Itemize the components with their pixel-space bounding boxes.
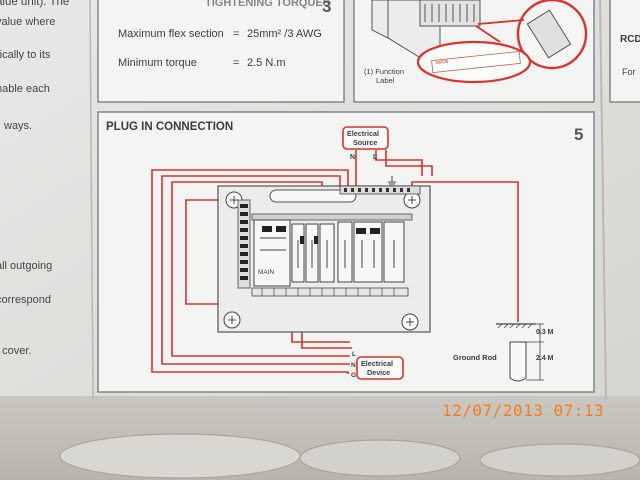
device-n-label: N xyxy=(351,362,356,369)
ground-rod-label: Ground Rod xyxy=(453,353,497,362)
torque-step-number: 3 xyxy=(322,0,331,16)
electrical-device-box xyxy=(356,356,404,380)
source-label-1: Electrical xyxy=(347,129,379,138)
oval-main-tag: MAIN xyxy=(436,59,449,66)
right-strip: RCD For xyxy=(609,0,640,103)
left-line-4: nable each xyxy=(0,83,50,95)
left-line-8: t cover. xyxy=(0,345,31,357)
torque-row-2-label: Minimum torque xyxy=(118,57,197,69)
torque-row-1-value: 25mm² /3 AWG xyxy=(247,28,322,40)
torque-row-2-value: 2.5 N.m xyxy=(247,57,286,69)
function-caption-1: (1) Function xyxy=(364,67,404,76)
distribution-board: MAIN xyxy=(217,176,431,333)
fold-line-left xyxy=(89,0,94,399)
left-line-6: all outgoing xyxy=(0,260,52,272)
panel-sketch xyxy=(371,0,481,61)
torque-panel: TIGHTENING TORQUES 3 Maximum flex sectio… xyxy=(97,0,345,103)
device-g-label: G xyxy=(351,372,356,379)
plug-in-panel: PLUG IN CONNECTION 5 Electrical Source N xyxy=(97,111,595,393)
source-label-2: Source xyxy=(353,138,377,147)
source-l-label: L xyxy=(373,154,378,161)
function-caption-2: Label xyxy=(376,76,395,85)
knockout-hole-2 xyxy=(299,439,461,477)
torque-row-1-eq: = xyxy=(233,28,239,40)
for-label: For xyxy=(622,67,636,77)
dim-top-label: 0.3 M xyxy=(536,329,554,336)
ground-rod-drawing xyxy=(496,323,544,382)
left-line-2: value where xyxy=(0,16,55,28)
left-line-3: rically to its xyxy=(0,49,51,61)
plug-in-title: PLUG IN CONNECTION xyxy=(106,121,233,133)
main-breaker-tag: MAIN xyxy=(258,269,275,276)
torque-heading: TIGHTENING TORQUES xyxy=(205,0,330,9)
left-column-text: alue unit). The value where rically to i… xyxy=(0,0,69,357)
device-label-1: Electrical xyxy=(361,359,393,368)
knockout-hole-1 xyxy=(59,433,301,479)
wiring xyxy=(151,150,519,374)
device-label-2: Device xyxy=(367,368,390,377)
left-line-7: correspond xyxy=(0,294,51,306)
ground-symbol xyxy=(388,176,396,187)
electrical-source-box xyxy=(342,126,389,150)
dim-bottom-label: 2.4 M xyxy=(536,355,554,362)
knockout-hole-3 xyxy=(479,443,640,477)
source-n-label: N xyxy=(350,154,355,161)
rcd-label: RCD xyxy=(620,34,640,45)
torque-row-1-label: Maximum flex section xyxy=(118,28,224,40)
function-label-panel: MAIN (1) Function Label xyxy=(353,0,595,103)
fold-line-right xyxy=(599,0,607,399)
left-line-1: alue unit). The xyxy=(0,0,69,8)
plug-in-step-number: 5 xyxy=(574,125,583,144)
camera-timestamp: 12/07/2013 07:13 xyxy=(442,401,605,420)
device-l-label: L xyxy=(352,351,356,358)
torque-row-2-eq: = xyxy=(233,57,239,69)
left-line-5: ways. xyxy=(3,120,32,132)
